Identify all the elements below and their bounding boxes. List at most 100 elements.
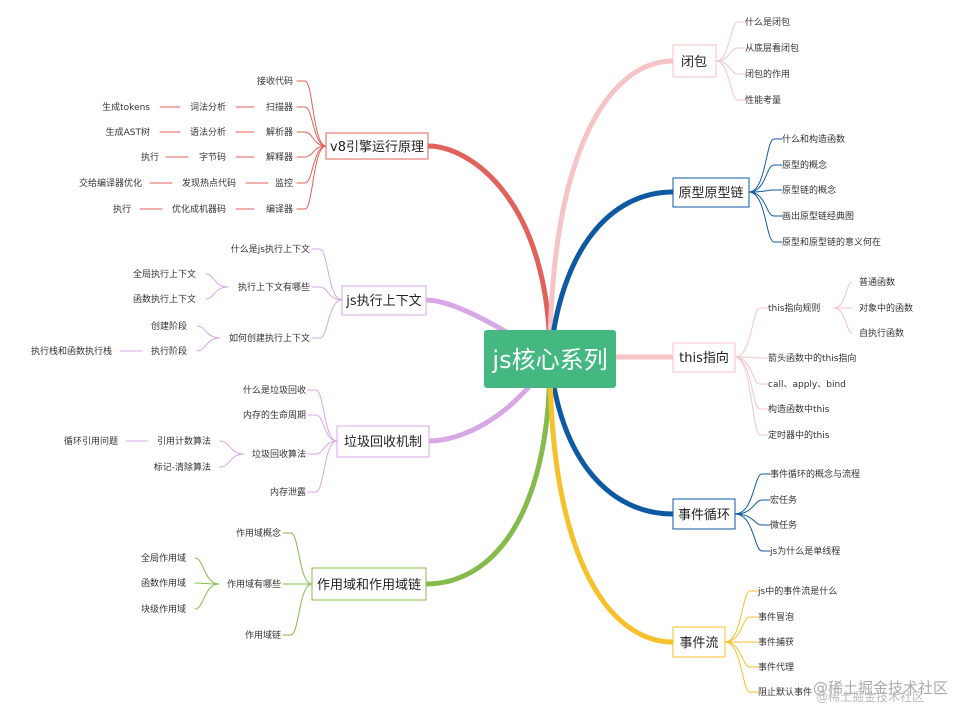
branch-this-label: this指向 [679,350,729,366]
scope-func: 函数作用域 [141,577,186,589]
ctx-connector [205,273,229,288]
closure-item: 闭包的作用 [745,68,790,80]
proto-connector [748,189,783,193]
gc-connector [219,453,245,468]
loop-connector [734,513,771,526]
watermark: @稀土掘金技术社区 [813,679,948,697]
branch-proto-label: 原型原型链 [678,186,743,201]
gc-life: 内存的生命周期 [243,409,306,421]
this-connector [734,356,769,410]
branch-proto[interactable]: 原型原型链 [672,177,750,208]
scope-chain: 作用域链 [245,629,281,641]
mindmap-nodes: v8引擎运行原理 js执行上下文 垃圾回收机制 作用域和作用域链 闭包 原型原型… [31,16,948,704]
proto-item: 画出原型链经典图 [782,210,854,222]
ctx-func: 函数执行上下文 [133,293,196,305]
this-item: 定时器中的this [768,429,830,441]
branch-line-v8 [425,143,553,362]
gc-leak: 内存泄露 [270,486,306,498]
closure-connector [715,60,747,101]
v8-machine-code: 优化成机器码 [172,203,226,215]
loop-connector [734,473,771,515]
scope-block: 块级作用域 [141,603,186,615]
loop-connector [734,513,771,552]
v8-interpreter: 解释器 [266,151,293,163]
closure-connector [715,21,747,62]
v8-monitor: 监控 [275,177,293,189]
v8-scanner: 扫描器 [266,101,293,113]
v8-parser: 解析器 [266,126,293,138]
flow-item: 阻止默认事件 [758,686,812,698]
proto-item: 原型链的概念 [782,184,836,196]
v8-tokens: 生成tokens [102,101,150,113]
flow-connector [724,616,759,643]
branch-this[interactable]: this指向 [672,342,736,373]
loop-connector [734,499,771,515]
v8-exec-2: 执行 [113,203,131,215]
this-rule-item: 普通函数 [859,276,895,288]
ctx-connector [311,248,343,301]
ctx-connector [311,286,343,301]
gc-circular: 循环引用问题 [64,435,118,447]
ctx-stack: 执行栈和函数执行栈 [31,345,112,357]
scope-connector [194,557,220,585]
proto-connector [748,164,783,193]
branch-scope[interactable]: 作用域和作用域链 [311,567,427,601]
center-node[interactable]: js核心系列 [484,330,616,388]
v8-connector [296,145,327,184]
branch-v8[interactable]: v8引擎运行原理 [325,132,429,160]
flow-item: 事件冒泡 [758,611,794,623]
branch-loop[interactable]: 事件循环 [672,498,736,530]
branch-flow[interactable]: 事件流 [672,626,726,658]
this-item: call、apply、bind [768,380,846,390]
branch-ctx[interactable]: js执行上下文 [341,285,427,316]
ctx-connector [311,299,343,339]
flow-connector [724,641,759,668]
branch-line-closure [547,58,676,362]
gc-connector [307,414,338,442]
this-connector [734,356,769,385]
this-rules: this指向规则 [768,302,820,314]
branch-flow-label: 事件流 [679,636,718,651]
loop-item: 宏任务 [770,494,797,506]
proto-item: 原型的概念 [782,159,827,171]
branch-line-loop [547,356,676,517]
gc-what: 什么是垃圾回收 [243,384,306,396]
flow-item: 事件捕获 [758,636,794,648]
v8-compiler: 编译器 [266,203,293,215]
v8-ast: 生成AST树 [106,126,150,138]
ctx-kinds: 执行上下文有哪些 [238,281,310,293]
ctx-create: 如何创建执行上下文 [229,332,310,344]
gc-algo: 垃圾回收算法 [252,448,306,460]
branch-line-flow [547,356,676,645]
scope-connector [282,583,313,636]
scope-connector [194,583,220,610]
loop-item: js为什么是单线程 [769,545,840,557]
v8-lexer: 词法分析 [190,101,226,113]
proto-connector [748,191,783,243]
ctx-connector [196,337,221,352]
gc-connector [307,440,338,493]
v8-syntax: 语法分析 [190,126,226,138]
scope-kinds: 作用域有哪些 [227,578,281,590]
branch-v8-label: v8引擎运行原理 [330,140,424,155]
ctx-connector [205,286,229,300]
branch-closure[interactable]: 闭包 [672,44,717,78]
v8-hotspot: 发现热点代码 [182,177,236,189]
proto-connector [748,191,783,217]
flow-item: 事件代理 [758,661,794,673]
v8-bytecode: 字节码 [199,151,226,163]
closure-connector [715,47,747,62]
this-connector [734,356,769,359]
v8-connector [296,145,327,210]
this-rule-item: 自执行函数 [859,327,904,339]
v8-connector [296,145,327,158]
flow-item: js中的事件流是什么 [757,585,837,597]
this-rule-item: 对象中的函数 [859,302,913,314]
v8-receive-code: 接收代码 [257,75,293,87]
v8-connector [296,131,327,147]
this-connector [734,356,769,436]
v8-connector [296,80,327,147]
branch-gc[interactable]: 垃圾回收机制 [336,425,430,458]
v8-exec-1: 执行 [141,151,159,163]
this-connector [833,281,853,309]
